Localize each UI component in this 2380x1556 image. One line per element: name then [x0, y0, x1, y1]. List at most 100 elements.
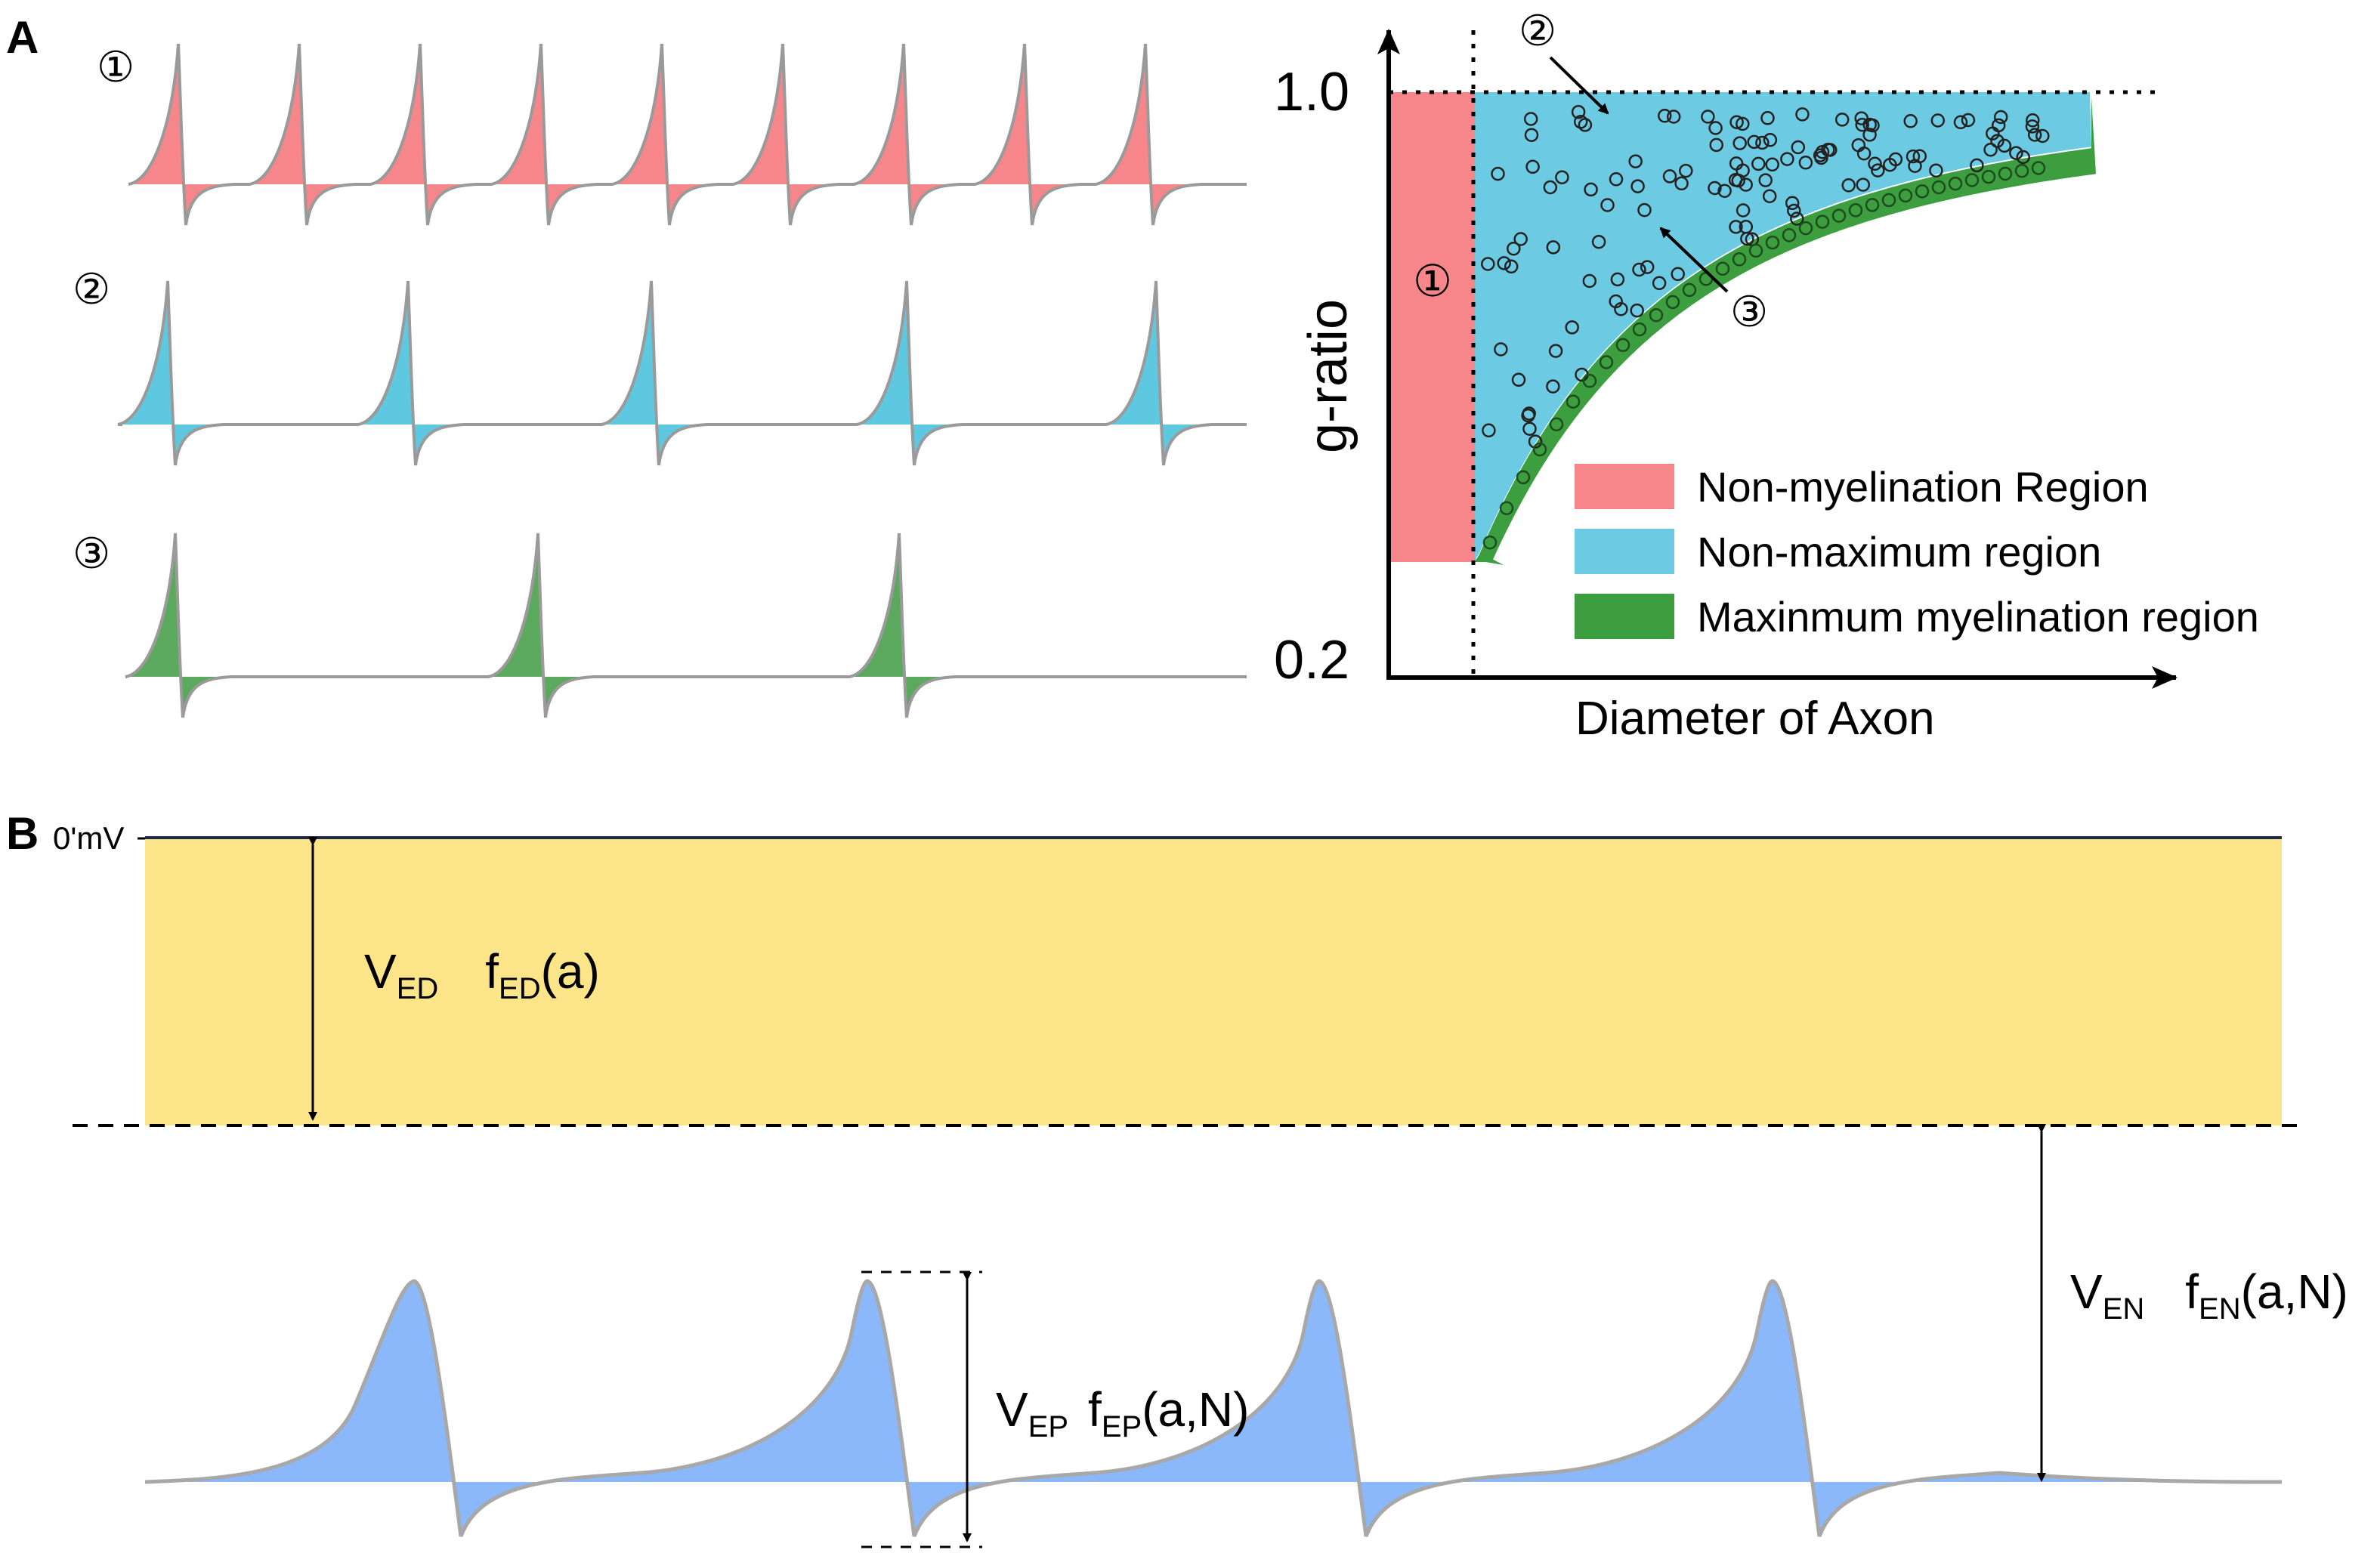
data-point — [1751, 156, 1766, 171]
legend: Non-myelination Region Non-maximum regio… — [1575, 463, 2259, 641]
legend-swatch-maximum — [1575, 594, 1674, 639]
data-point — [1862, 128, 1877, 142]
data-point — [1599, 355, 1614, 369]
data-point — [1998, 166, 2013, 181]
data-point — [1708, 181, 1722, 196]
data-point — [1981, 169, 1996, 184]
data-point — [1798, 156, 1813, 170]
data-point — [1993, 110, 2008, 125]
data-point — [2027, 128, 2042, 142]
data-point — [1609, 294, 1623, 309]
data-point — [1497, 256, 1511, 270]
y-tick-top: 1.0 — [1274, 62, 1349, 122]
g-ratio-chart: 1.0 0.2 g-ratio Diameter of Axon ① ② ③ N… — [1274, 7, 2259, 745]
data-point — [1671, 267, 1685, 282]
trace-3-marker: ③ — [73, 529, 110, 577]
data-point — [1729, 115, 1744, 129]
data-point — [1600, 198, 1615, 212]
data-point — [1658, 109, 1672, 123]
spike-train-line — [128, 43, 1247, 226]
data-point — [1831, 208, 1847, 223]
data-point — [1983, 142, 1998, 157]
data-point — [1865, 118, 1880, 133]
data-points — [1481, 105, 2050, 550]
spike-train-2 — [117, 280, 1247, 466]
data-point — [1739, 178, 1753, 192]
data-point — [1682, 282, 1697, 298]
region-3-marker: ③ — [1730, 288, 1768, 335]
legend-swatch-non-myelination — [1575, 464, 1674, 509]
data-point — [1522, 421, 1537, 436]
data-point — [1701, 110, 1715, 124]
data-point — [2035, 128, 2050, 144]
data-point — [1906, 149, 1921, 164]
data-point — [1628, 154, 1643, 168]
data-point — [1555, 170, 1569, 184]
zero-mv-label: 0'mV — [53, 820, 124, 856]
region-1-marker: ① — [1413, 257, 1452, 306]
data-point — [1528, 434, 1543, 449]
data-point — [1791, 140, 1806, 155]
spike-train-line — [117, 280, 1247, 466]
data-point — [1482, 423, 1496, 438]
spike-train-1 — [128, 43, 1247, 226]
data-point — [1708, 121, 1723, 135]
data-point — [1665, 295, 1680, 310]
data-point — [1871, 163, 1885, 178]
data-point — [1532, 442, 1547, 457]
data-point — [1543, 180, 1558, 195]
data-point — [1970, 158, 1984, 173]
data-point — [1780, 152, 1794, 166]
data-point — [1582, 374, 1597, 388]
data-point — [1632, 262, 1646, 277]
data-point — [1915, 184, 1930, 199]
data-point — [1848, 203, 1863, 218]
data-point — [1494, 342, 1508, 357]
data-point — [1929, 163, 1943, 178]
data-point — [2016, 150, 2030, 165]
region-2-marker: ② — [1519, 7, 1556, 54]
data-point — [1763, 133, 1778, 147]
data-point — [1649, 307, 1664, 323]
data-point — [1765, 157, 1779, 172]
data-point — [1513, 232, 1528, 246]
data-point — [1841, 178, 1856, 193]
data-point — [1717, 184, 1732, 198]
data-point — [1855, 117, 1869, 132]
data-point — [1888, 152, 1903, 167]
panel-b-label: B — [6, 808, 39, 859]
data-point — [1546, 379, 1560, 394]
data-point — [1997, 138, 2012, 153]
data-point — [1732, 136, 1747, 150]
data-point — [1584, 182, 1598, 197]
data-point — [1511, 372, 1526, 387]
data-point — [1666, 110, 1681, 124]
data-point — [1615, 338, 1630, 353]
data-point — [1662, 169, 1677, 184]
spike-train-3 — [125, 533, 1247, 718]
data-point — [1747, 134, 1761, 150]
data-point — [1504, 259, 1519, 274]
data-point — [1782, 228, 1797, 242]
data-point — [1795, 107, 1810, 122]
data-point — [2025, 119, 2040, 134]
data-point — [1736, 116, 1750, 131]
data-point — [1491, 166, 1505, 181]
region-2-arrow — [1549, 56, 1609, 115]
spike-train-line — [125, 533, 1247, 718]
data-point — [1758, 173, 1773, 187]
data-point — [1637, 202, 1652, 218]
data-point — [1549, 417, 1564, 432]
data-point — [1640, 260, 1655, 274]
data-point — [1814, 150, 1828, 165]
data-point — [1732, 252, 1747, 267]
data-point — [1881, 193, 1896, 208]
data-point — [1715, 261, 1730, 276]
data-point — [1565, 320, 1579, 335]
data-point — [1961, 113, 1976, 128]
data-point — [2026, 113, 2040, 128]
data-point — [2009, 146, 2023, 160]
